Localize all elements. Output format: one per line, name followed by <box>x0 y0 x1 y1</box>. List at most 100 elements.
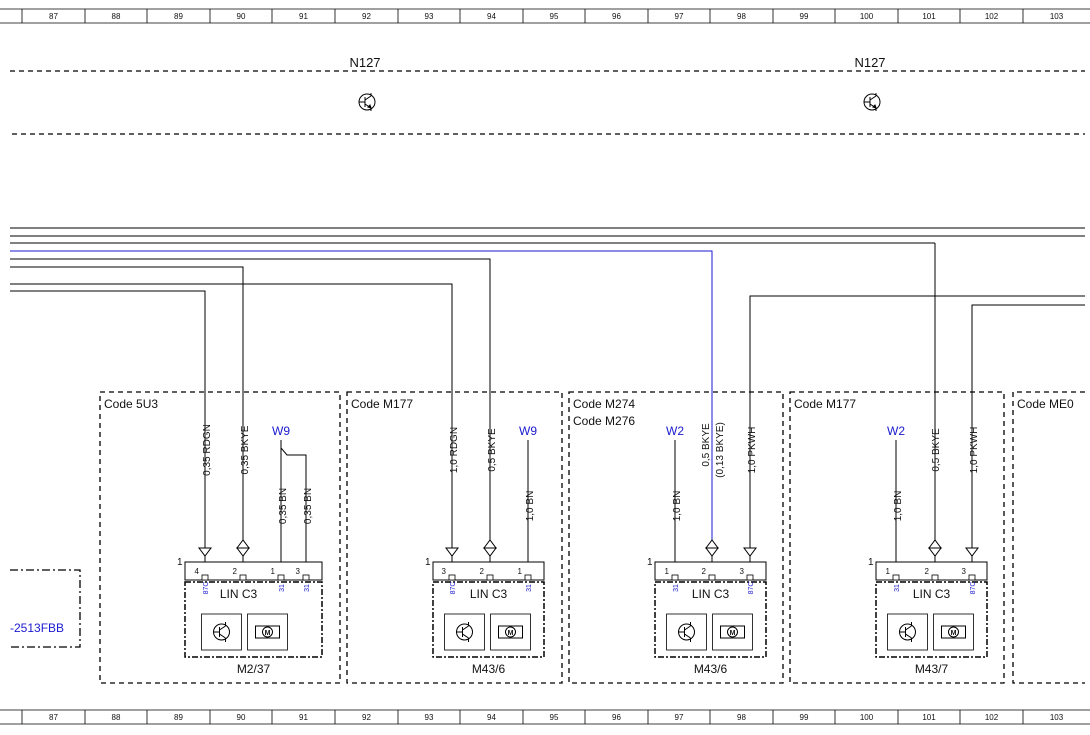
pin-socket <box>708 574 716 581</box>
pin-socket <box>201 574 209 581</box>
transistor-icon <box>887 613 928 651</box>
signal-wires <box>10 258 1085 548</box>
pin-signal-label: 87C <box>748 582 755 595</box>
pin-number: 1 <box>886 567 891 576</box>
top-ruler-cell: 101 <box>922 12 936 21</box>
bus-lines <box>10 227 1085 548</box>
pin-number: 3 <box>442 567 447 576</box>
pin-socket <box>302 574 310 581</box>
svg-text:M: M <box>951 630 957 637</box>
wire-spec-label: 0,35 BKYE <box>240 425 251 474</box>
top-ruler-cell: 102 <box>985 12 999 21</box>
wire-spec-label: 0,5 BKYE <box>701 423 712 467</box>
bottom-ruler-cell: 96 <box>612 713 621 722</box>
ground-label: W9 <box>519 424 537 438</box>
motor-icon: M <box>247 613 288 651</box>
pin-number: 4 <box>195 567 200 576</box>
code-label: Code 5U3 <box>104 397 158 411</box>
pin-socket <box>277 574 285 581</box>
top-ruler-cell: 92 <box>362 12 371 21</box>
bottom-ruler-cell: 101 <box>922 713 936 722</box>
wire-spec-label: 0,5 BKYE <box>931 428 942 472</box>
transistor-icon <box>666 613 707 651</box>
bottom-ruler-cell: 87 <box>49 713 58 722</box>
connector-pin-mark: 1 <box>425 557 431 568</box>
pin-number: 1 <box>518 567 523 576</box>
pin-signal-label: 87C <box>970 582 977 595</box>
top-ruler-cell: 97 <box>675 12 684 21</box>
component-body <box>184 581 323 658</box>
connector-label: LIN C3 <box>220 587 258 601</box>
top-ruler-cell: 100 <box>860 12 874 21</box>
wire-spec-label: 1,0 BN <box>893 491 904 522</box>
pin-signal-label: 31 <box>526 584 533 592</box>
wire-spec-label: 0,35 BN <box>303 488 314 524</box>
transistor-icon <box>201 613 242 651</box>
pin-number: 2 <box>233 567 238 576</box>
wire-spec-label: (0,13 BKYE) <box>715 422 726 478</box>
top-ruler <box>0 8 1090 24</box>
top-ruler-cell: 89 <box>174 12 183 21</box>
control-unit-label: N127 <box>349 55 380 70</box>
top-ruler-cell: 96 <box>612 12 621 21</box>
pin-number: 3 <box>962 567 967 576</box>
pin-number: 1 <box>271 567 276 576</box>
wire-spec-label: 0,5 BKYE <box>487 428 498 472</box>
svg-text:M: M <box>265 630 271 637</box>
pin-socket <box>892 574 900 581</box>
svg-text:M: M <box>730 630 736 637</box>
code-label: Code ME0 <box>1017 397 1074 411</box>
wire-spec-label: 1,0 RDGN <box>449 427 460 473</box>
top-ruler-cell: 93 <box>425 12 434 21</box>
component-name: M43/6 <box>694 662 728 676</box>
top-ruler-cell: 91 <box>299 12 308 21</box>
top-ruler-cell: 94 <box>487 12 496 21</box>
control-unit-band <box>10 70 1085 135</box>
component-name: M43/7 <box>915 662 949 676</box>
wire-spec-label: 0,35 BN <box>278 488 289 524</box>
pin-number: 3 <box>740 567 745 576</box>
bottom-ruler-cell: 98 <box>737 713 746 722</box>
motor-icon: M <box>712 613 753 651</box>
connector-pin-mark: 1 <box>868 557 874 568</box>
pin-signal-label: 87C <box>203 582 210 595</box>
bottom-ruler-cell: 102 <box>985 713 999 722</box>
code-sections <box>99 391 1085 684</box>
lin-bus-line <box>10 250 713 540</box>
transistor-icon <box>358 93 376 111</box>
bottom-ruler-cell: 99 <box>800 713 809 722</box>
pin-number: 2 <box>925 567 930 576</box>
wire-spec-label: 1,0 PKWH <box>747 427 758 474</box>
wire-spec-label: 1,0 BN <box>672 491 683 522</box>
top-ruler-cell: 103 <box>1050 12 1064 21</box>
bottom-ruler-cell: 91 <box>299 713 308 722</box>
ground-label: W2 <box>887 424 905 438</box>
bottom-ruler-cell: 97 <box>675 713 684 722</box>
wire-spec-label: 0,35 RDGN <box>202 424 213 476</box>
code-label: Code M177 <box>351 397 413 411</box>
bottom-ruler-cell: 88 <box>112 713 121 722</box>
bottom-ruler-cell: 94 <box>487 713 496 722</box>
connector-label: LIN C3 <box>692 587 730 601</box>
ground-label: W9 <box>272 424 290 438</box>
partial-component-box <box>10 569 81 648</box>
control-unit-label: N127 <box>854 55 885 70</box>
pin-socket <box>671 574 679 581</box>
svg-text:M: M <box>508 630 514 637</box>
top-ruler-cell: 90 <box>237 12 246 21</box>
pin-socket <box>746 574 754 581</box>
bottom-ruler-cell: 92 <box>362 713 371 722</box>
motor-icon: M <box>933 613 974 651</box>
bottom-ruler <box>0 709 1090 725</box>
partial-component-ref: -2513FBB <box>10 621 64 635</box>
transistor-icon <box>863 93 881 111</box>
pin-signal-label: 87C <box>450 582 457 595</box>
top-ruler-cell: 95 <box>550 12 559 21</box>
pin-socket <box>486 574 494 581</box>
transistor-icon <box>444 613 485 651</box>
